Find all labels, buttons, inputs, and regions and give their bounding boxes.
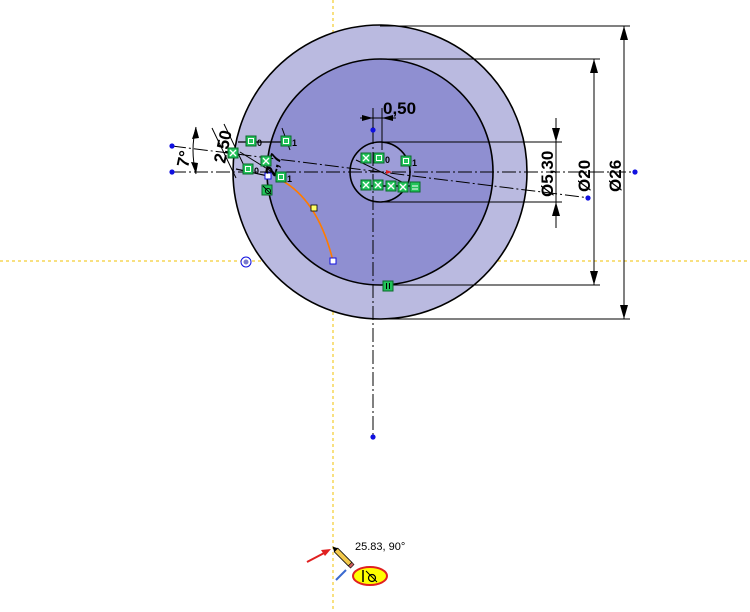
angle-dimension[interactable]: 7° [173, 126, 199, 175]
relation-icon-group-hole[interactable]: 0 1 [360, 152, 421, 193]
outer-diameter-dimension[interactable]: Ø26 [380, 25, 630, 320]
centerline-endpoint-top[interactable] [370, 127, 376, 133]
centerline-endpoint-left[interactable] [169, 169, 175, 175]
inner-diameter-dimension[interactable]: Ø20 [380, 58, 600, 286]
relation-index: 0 [257, 138, 262, 148]
tangent-relation-icon [362, 570, 378, 583]
horizontal-relation-icon[interactable] [397, 181, 409, 193]
arc-endpoint-handle[interactable] [329, 257, 337, 265]
coincident-relation-icon[interactable] [245, 135, 257, 147]
hole-slot-line-top[interactable] [355, 159, 407, 185]
outer-diameter-symbol: Ø [606, 179, 625, 192]
vertical-relation-icon[interactable] [382, 280, 394, 292]
hole-diameter-dimension[interactable]: Ø5,30 [380, 118, 562, 228]
horizontal-relation-icon[interactable] [409, 181, 421, 193]
relation-index: 0 [385, 155, 390, 165]
hole-diameter-value: 5,30 [538, 151, 557, 184]
horizontal-relation-icon[interactable] [260, 155, 272, 167]
relation-icon-group-left[interactable]: 0 1 0 1 [227, 135, 297, 196]
origin-point-icon[interactable] [240, 256, 252, 268]
cursor-coordinate-readout: 25.83, 90° [355, 541, 405, 553]
horizontal-relation-icon[interactable] [372, 179, 384, 191]
svg-text:Ø26: Ø26 [606, 160, 625, 192]
centerline-endpoint-bottom[interactable] [370, 434, 376, 440]
center-point-marker[interactable] [386, 170, 392, 174]
relation-index: 1 [287, 174, 292, 184]
relation-index: 1 [292, 138, 297, 148]
relation-index: 1 [412, 158, 417, 168]
horizontal-relation-icon[interactable] [360, 179, 372, 191]
coincident-relation-icon[interactable] [373, 152, 385, 164]
tangent-relation-icon[interactable] [261, 184, 273, 196]
pencil-cursor-icon [332, 546, 355, 569]
inner-diameter-symbol: Ø [575, 179, 594, 192]
horizontal-relation-icon[interactable] [227, 147, 239, 159]
centerline-endpoint-right[interactable] [632, 169, 638, 175]
coincident-relation-icon[interactable] [280, 135, 292, 147]
horizontal-relation-icon[interactable] [385, 180, 397, 192]
spacing-value: 2,50 [210, 129, 235, 165]
svg-text:Ø5,30: Ø5,30 [538, 151, 557, 197]
angled-centerline-endpoint-right[interactable] [585, 195, 591, 201]
coincident-relation-icon[interactable] [400, 155, 412, 167]
cursor-feedback: 25.83, 90° [306, 541, 405, 586]
svg-text:Ø20: Ø20 [575, 160, 594, 192]
relation-highlight-ring [352, 566, 388, 586]
offset-value: 0,50 [383, 99, 416, 118]
angle-value: 7° [173, 149, 195, 169]
outer-diameter-value: 26 [606, 160, 625, 179]
offset-dimension[interactable]: 0,50 [360, 99, 416, 150]
hole-diameter-symbol: Ø [538, 184, 557, 197]
relation-index: 0 [254, 166, 259, 176]
inner-diameter-value: 20 [575, 160, 594, 179]
arc-startpoint-handle[interactable] [264, 172, 272, 180]
arc-midpoint-handle[interactable] [310, 204, 318, 212]
coincident-relation-icon[interactable] [275, 171, 287, 183]
horizontal-relation-icon[interactable] [360, 152, 372, 164]
coincident-relation-icon[interactable] [242, 163, 254, 175]
angled-centerline-endpoint-left[interactable] [169, 143, 175, 149]
